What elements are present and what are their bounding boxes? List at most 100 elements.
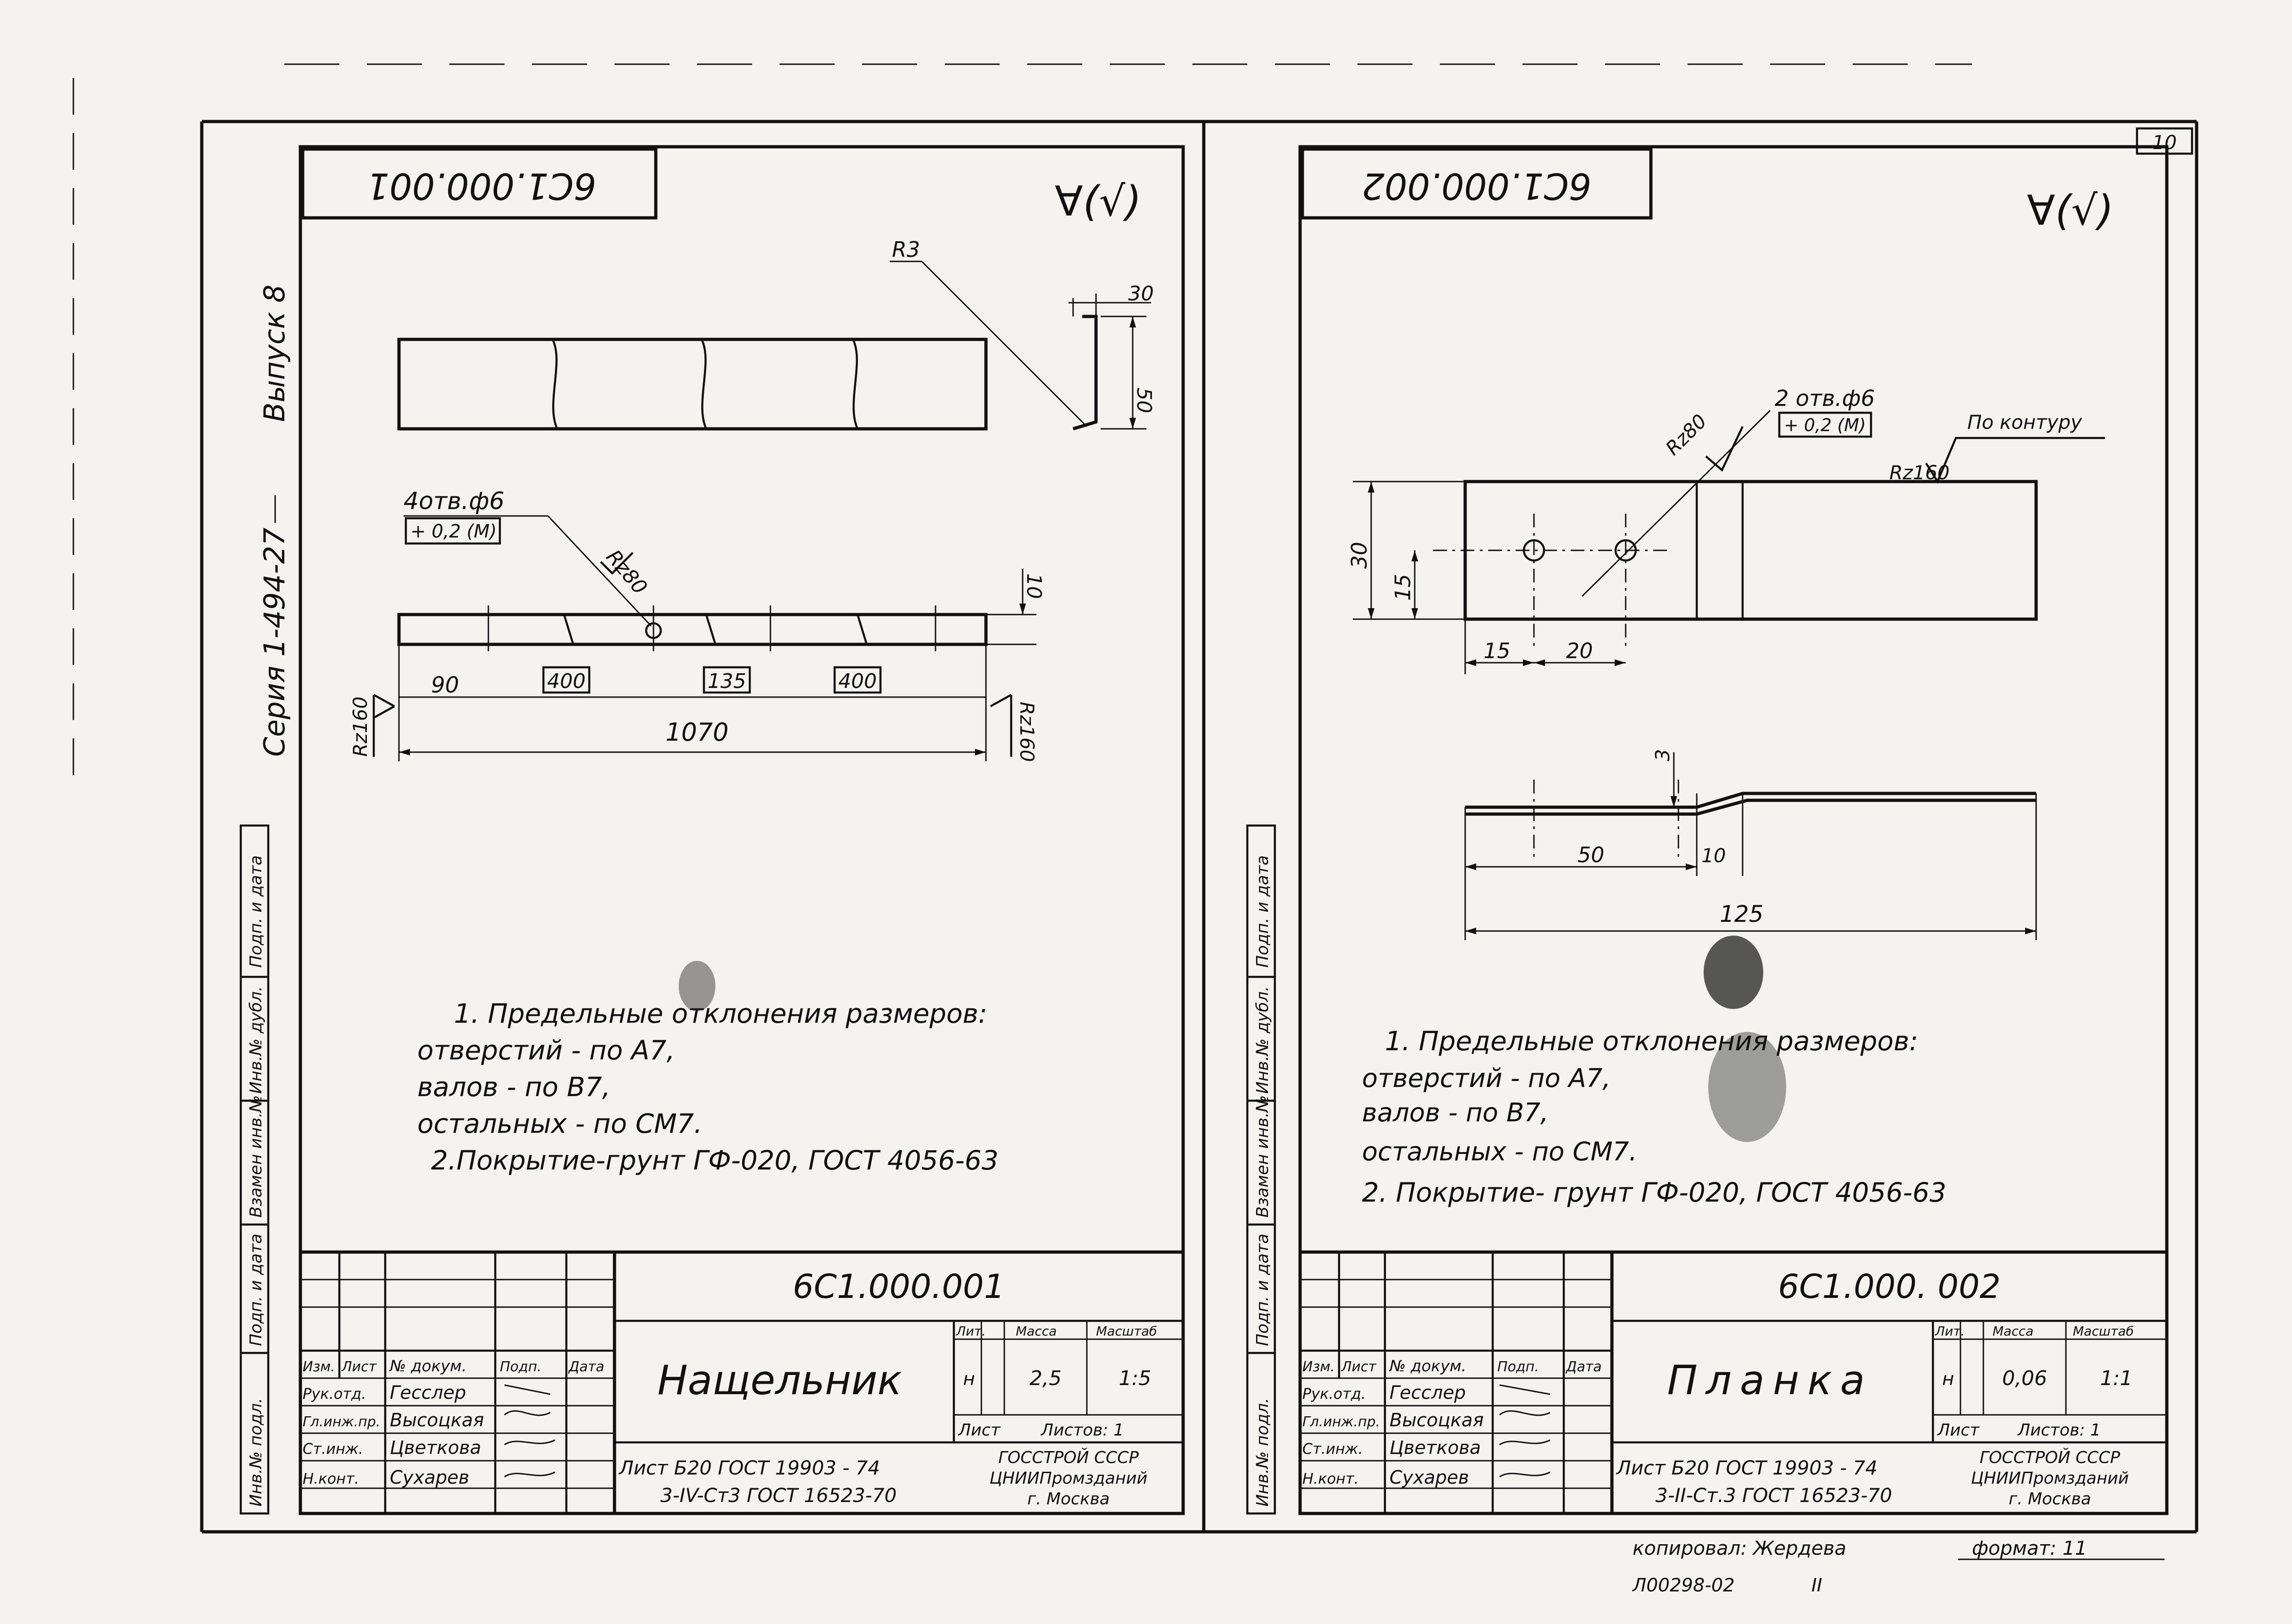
s1-lists-label: Листов: 1	[1040, 1421, 1124, 1440]
sheet-2-rz80: Rz80	[1661, 410, 1711, 460]
side-stamp-left: Подп. и дата Инв.№ дубл. Взамен инв.№ По…	[239, 824, 270, 1515]
side-label-r2: Инв.№ дубл.	[1253, 986, 1272, 1094]
s2-row2-role: Гл.инж.пр.	[1302, 1414, 1380, 1430]
sheet-2-holes-tol: + 0,2 (М)	[1784, 415, 1866, 435]
sheet-2-side-view: 50 10 3 125	[1464, 749, 2037, 940]
footer-doc-number: Л00298-02	[1632, 1575, 1735, 1596]
side-label-r3: Взамен инв.№	[1253, 1095, 1272, 1218]
side-label-1: Подп. и дата	[247, 855, 266, 968]
s2-lit-value: н	[1942, 1369, 1954, 1390]
s2-hdr-list: Лист	[1341, 1359, 1377, 1375]
side-label-2: Инв.№ дубл.	[247, 986, 266, 1094]
sheet-2-dim-10: 10	[1701, 844, 1726, 867]
side-label-5: Инв.№ подл.	[247, 1398, 266, 1507]
s1-row1-name: Гесслер	[390, 1382, 466, 1403]
s2-material-2: 3-II-Ст.3 ГОСТ 16523-70	[1655, 1484, 1892, 1507]
s2-scale-label: Масштаб	[2073, 1324, 2134, 1339]
sheet-2-mirror-code: 6С1.000.002	[1362, 165, 1591, 206]
sheet-2-dim-125: 125	[1720, 901, 1763, 927]
side-label-r5: Инв.№ подл.	[1253, 1398, 1272, 1507]
s1-hdr-izm: Изм.	[303, 1359, 335, 1375]
s1-hdr-sign: Подп.	[500, 1359, 542, 1375]
sheet-1-dim-10: 10	[1022, 573, 1046, 599]
series-label: Серия 1-494-27	[258, 527, 291, 757]
sheet-1-code-box: 6С1.000.001	[301, 147, 658, 220]
sheet-2-dim-15v: 15	[1390, 574, 1415, 601]
s1-material-1: Лист Б20 ГОСТ 19903 - 74	[618, 1457, 880, 1479]
s1-mass-value: 2,5	[1030, 1367, 1062, 1390]
s2-org-3: г. Москва	[2009, 1490, 2091, 1508]
outer-frame	[200, 120, 2198, 1534]
s1-mass-label: Масса	[1016, 1324, 1057, 1339]
sheet-1-title-block: Изм. Лист № докум. Подп. Дата Рук.отд. Г…	[299, 1250, 1185, 1515]
side-label-3: Взамен инв.№	[247, 1095, 266, 1218]
sheet-1-dim-400a: 400	[547, 670, 586, 693]
sheet-2-dim-15: 15	[1484, 638, 1511, 663]
sheet-2-rz160: Rz160	[1889, 461, 1949, 484]
s1-list-label: Лист	[958, 1421, 1001, 1440]
sheet-1-dim-400b: 400	[838, 670, 877, 693]
s2-org-1: ГОССТРОЙ СССР	[1980, 1448, 2120, 1467]
s2-scale-value: 1:1	[2100, 1367, 2133, 1390]
s1-row5-name: Сухарев	[390, 1467, 469, 1488]
s1-row5-role: Н.конт.	[303, 1470, 359, 1487]
s1-hdr-doc: № докум.	[389, 1357, 467, 1375]
s2-mass-label: Масса	[1993, 1324, 2033, 1339]
side-stamp-right: Подп. и дата Инв.№ дубл. Взамен инв.№ По…	[1246, 824, 1276, 1515]
sheet-1-rz160-right: Rz160	[1016, 702, 1038, 762]
page-number-box: 10	[2136, 127, 2193, 155]
sheet-2-dim-50: 50	[1578, 842, 1605, 867]
sheet-1-note-1: 1. Предельные отклонения размеров:	[454, 998, 987, 1029]
sheet-1-rz80: Rz80	[602, 545, 652, 599]
sheet-2-dim-20: 20	[1566, 638, 1593, 663]
sheet-1-dim-90: 90	[431, 672, 459, 698]
sheet-1-code: 6С1.000.001	[793, 1267, 1005, 1306]
sheet-2-name: Планка	[1667, 1357, 1873, 1404]
s2-hdr-izm: Изм.	[1302, 1359, 1335, 1375]
sheet-2-holes-callout: 2 отв.ф6	[1775, 386, 1875, 411]
sheet-1-note-4: остальных - по СМ7.	[417, 1108, 703, 1139]
s2-mass-value: 0,06	[2002, 1367, 2047, 1390]
sheet-2-note-4: остальных - по СМ7.	[1362, 1137, 1637, 1167]
sheet-1-roughness: ∀(√)	[1055, 177, 1141, 226]
sheet-1-holes-callout: 4отв.ф6	[404, 488, 504, 515]
s2-row3-name: Цветкова	[1390, 1437, 1481, 1458]
sheet-1-dim-1070: 1070	[665, 718, 728, 747]
footer-sheet-roman: II	[1811, 1575, 1822, 1596]
sheet-2-code: 6С1.000. 002	[1778, 1267, 2000, 1306]
s2-row5-name: Сухарев	[1390, 1467, 1469, 1488]
s2-row2-name: Высоцкая	[1390, 1410, 1484, 1431]
sheet-2-dim-3: 3	[1651, 749, 1674, 761]
s1-org-2: ЦНИИПромзданий	[990, 1469, 1147, 1488]
s2-row5-role: Н.конт.	[1302, 1470, 1359, 1487]
s2-row1-role: Рук.отд.	[1302, 1385, 1366, 1402]
s1-hdr-list: Лист	[341, 1359, 377, 1375]
sheet-1-notes: 1. Предельные отклонения размеров: отвер…	[417, 998, 998, 1176]
s2-lit-label: Лит.	[1935, 1324, 1965, 1339]
sheet-1-frame	[299, 145, 1185, 1515]
scan-edge-marks	[72, 63, 1972, 780]
sheet-2-roughness: ∀(√)	[2027, 187, 2114, 235]
s1-lit-label: Лит.	[956, 1324, 985, 1339]
s1-org-1: ГОССТРОЙ СССР	[998, 1448, 1139, 1467]
sheet-2-note-5: 2. Покрытие- грунт ГФ-020, ГОСТ 4056-63	[1362, 1177, 1946, 1208]
s2-row1-name: Гесслер	[1390, 1382, 1466, 1403]
s2-org-2: ЦНИИПромзданий	[1971, 1469, 2129, 1488]
sheet-1-dim-50: 50	[1132, 388, 1156, 413]
s1-org-3: г. Москва	[1027, 1490, 1110, 1508]
s1-material-2: 3-IV-Ст3 ГОСТ 16523-70	[660, 1484, 897, 1507]
footer-copied: копировал: Жердева	[1633, 1537, 1846, 1559]
footer-format: формат: 11	[1972, 1537, 2087, 1559]
sheet-2-note-2: отверстий - по А7,	[1362, 1064, 1611, 1093]
side-label-4: Подп. и дата	[247, 1234, 266, 1346]
issue-label: Выпуск 8	[258, 285, 291, 422]
s1-scale-label: Масштаб	[1096, 1324, 1157, 1339]
s2-material-1: Лист Б20 ГОСТ 19903 - 74	[1616, 1457, 1877, 1479]
sheet-2-notes: 1. Предельные отклонения размеров: отвер…	[1362, 1025, 1946, 1208]
s2-lists-label: Листов: 1	[2017, 1421, 2101, 1440]
scan-blots	[679, 936, 1786, 1142]
s1-hdr-date: Дата	[568, 1359, 604, 1375]
sheet-1-note-2: отверстий - по А7,	[417, 1035, 675, 1066]
sheet-1-profile-view: 30 50 R3	[397, 237, 1156, 431]
